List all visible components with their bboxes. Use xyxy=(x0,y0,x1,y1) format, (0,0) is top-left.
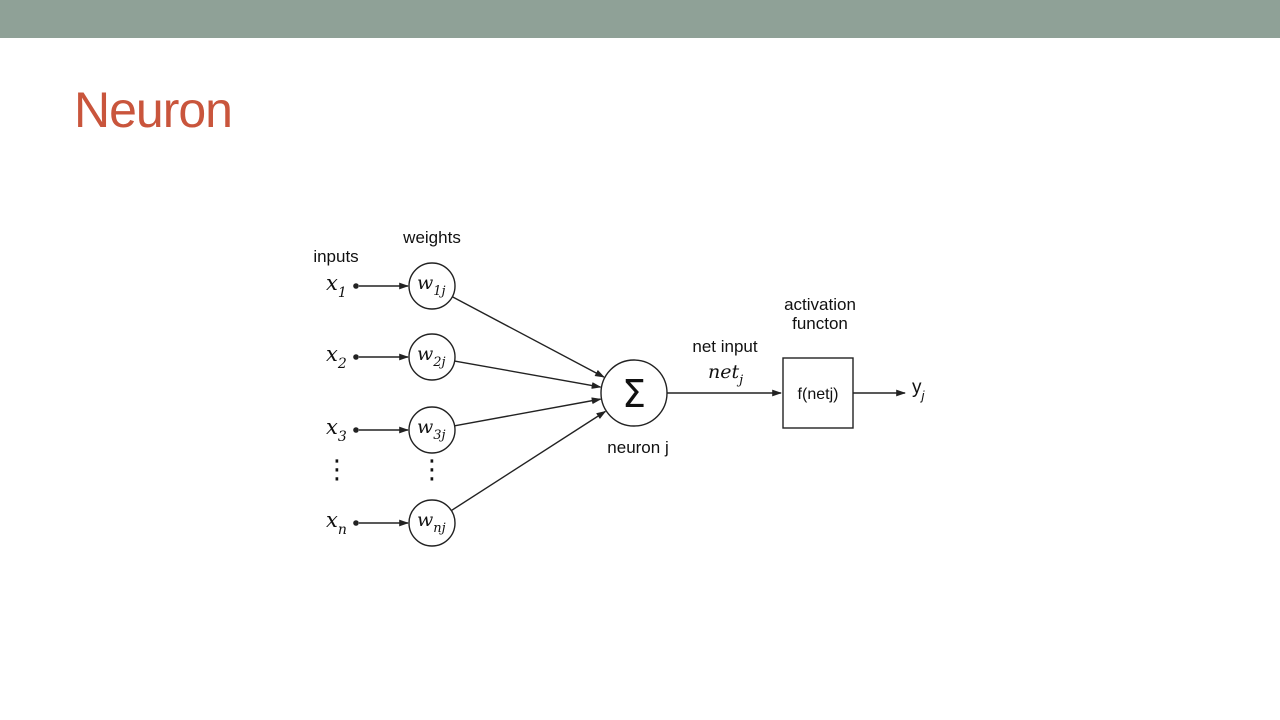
weight-to-neuron-arrow xyxy=(454,360,602,389)
slide-title: Neuron xyxy=(74,82,233,138)
net-input-label: net input xyxy=(692,337,757,356)
weight-node xyxy=(408,499,456,547)
input-x-label: x1 xyxy=(326,271,347,301)
weight-node xyxy=(408,262,456,310)
input-dot xyxy=(353,283,359,289)
input-dot xyxy=(353,427,359,433)
weight-node xyxy=(408,406,456,454)
input-dot xyxy=(353,354,359,360)
input-dot xyxy=(353,520,359,526)
weight-label: wnj xyxy=(417,509,446,536)
weights-ellipsis: ⋮ xyxy=(419,455,445,485)
output-symbol: yj xyxy=(912,377,926,403)
weight-label: w3j xyxy=(417,416,446,443)
neuron-label: neuron j xyxy=(607,438,668,457)
inputs-ellipsis: ⋮ xyxy=(324,455,350,485)
net-symbol: netj xyxy=(708,361,743,388)
top-accent-bar xyxy=(0,0,1280,38)
summation-symbol: Σ xyxy=(622,372,646,416)
input-x-label: xn xyxy=(326,508,347,538)
input-rows: x1 w1j x2 w2j x3 w3j xn wnj xyxy=(326,262,607,547)
activation-label-line1: activation xyxy=(784,295,856,314)
activation-function-box xyxy=(782,357,854,429)
input-x-label: x3 xyxy=(326,415,347,445)
activation-label-line2: functon xyxy=(792,314,848,333)
function-box-label: f(netj) xyxy=(798,386,839,403)
inputs-label: inputs xyxy=(313,247,358,266)
weight-to-neuron-arrow xyxy=(451,296,605,378)
input-x-label: x2 xyxy=(326,342,347,372)
weights-label: weights xyxy=(402,228,461,247)
weight-to-neuron-arrow xyxy=(450,410,607,512)
weight-label: w2j xyxy=(417,343,446,370)
weight-label: w1j xyxy=(417,272,446,299)
weight-node xyxy=(408,333,456,381)
weight-to-neuron-arrow xyxy=(454,397,602,427)
